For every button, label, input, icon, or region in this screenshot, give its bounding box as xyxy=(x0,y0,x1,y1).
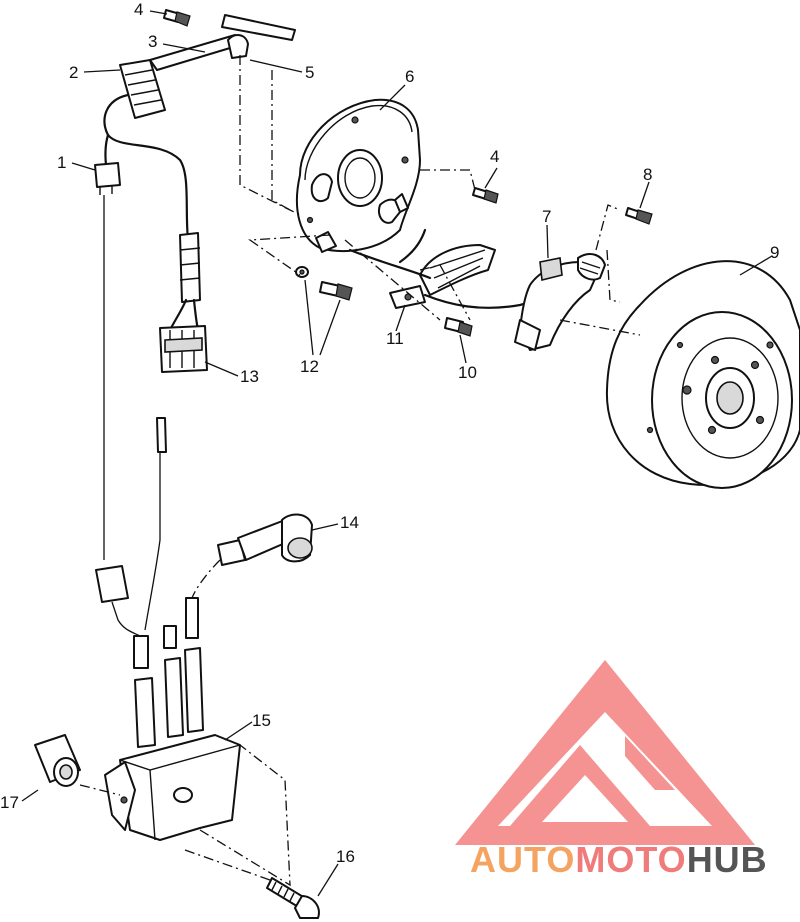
callout-9: 9 xyxy=(770,243,779,262)
logo-word-moto: MOTO xyxy=(575,839,686,880)
callout-17: 17 xyxy=(0,793,19,812)
callout-1: 1 xyxy=(57,153,66,172)
callout-2: 2 xyxy=(69,63,78,82)
wire-harness xyxy=(94,93,201,332)
svg-text:AUTOMOTOHUB: AUTOMOTOHUB xyxy=(470,839,768,880)
callout-4-right: 4 xyxy=(490,147,499,166)
screw-item-4-top xyxy=(163,9,191,27)
charging-coil xyxy=(514,253,606,351)
callout-15: 15 xyxy=(252,711,271,730)
screw-item-4-right xyxy=(472,187,499,204)
callout-13: 13 xyxy=(240,367,259,386)
alignment-lines xyxy=(79,55,641,887)
logo-word-hub: HUB xyxy=(687,839,768,880)
wiring-bracket xyxy=(149,14,296,71)
flywheel xyxy=(605,260,800,489)
logo-word-auto: AUTO xyxy=(470,839,575,880)
automotohub-wordmark: AUTOMOTOHUB xyxy=(470,839,768,880)
screw-item-8 xyxy=(625,207,653,225)
screw-item-10 xyxy=(444,317,473,337)
callout-14: 14 xyxy=(340,513,359,532)
callout-8: 8 xyxy=(643,165,652,184)
multi-pin-connector xyxy=(159,325,208,373)
callout-16: 16 xyxy=(336,847,355,866)
rubber-cap xyxy=(34,734,81,787)
callout-4-top: 4 xyxy=(134,0,143,19)
callout-10: 10 xyxy=(458,363,477,382)
callout-5: 5 xyxy=(305,63,314,82)
voltage-regulator xyxy=(119,59,166,119)
hv-lead-tubes xyxy=(95,417,221,669)
automotohub-logo xyxy=(455,660,755,845)
ignition-coil xyxy=(104,647,241,841)
spark-plug-cap xyxy=(217,513,313,566)
bolt-item-16 xyxy=(266,877,320,919)
callout-3: 3 xyxy=(148,32,157,51)
callout-12: 12 xyxy=(300,357,319,376)
screw-item-12 xyxy=(295,266,353,301)
callout-labels: 1 2 3 4 4 5 6 7 8 9 10 11 12 13 14 15 16… xyxy=(0,0,779,866)
callout-6: 6 xyxy=(405,67,414,86)
callout-11: 11 xyxy=(386,329,404,348)
callout-7: 7 xyxy=(542,207,551,226)
leader-lines xyxy=(21,10,773,897)
stator-plate xyxy=(296,98,421,253)
